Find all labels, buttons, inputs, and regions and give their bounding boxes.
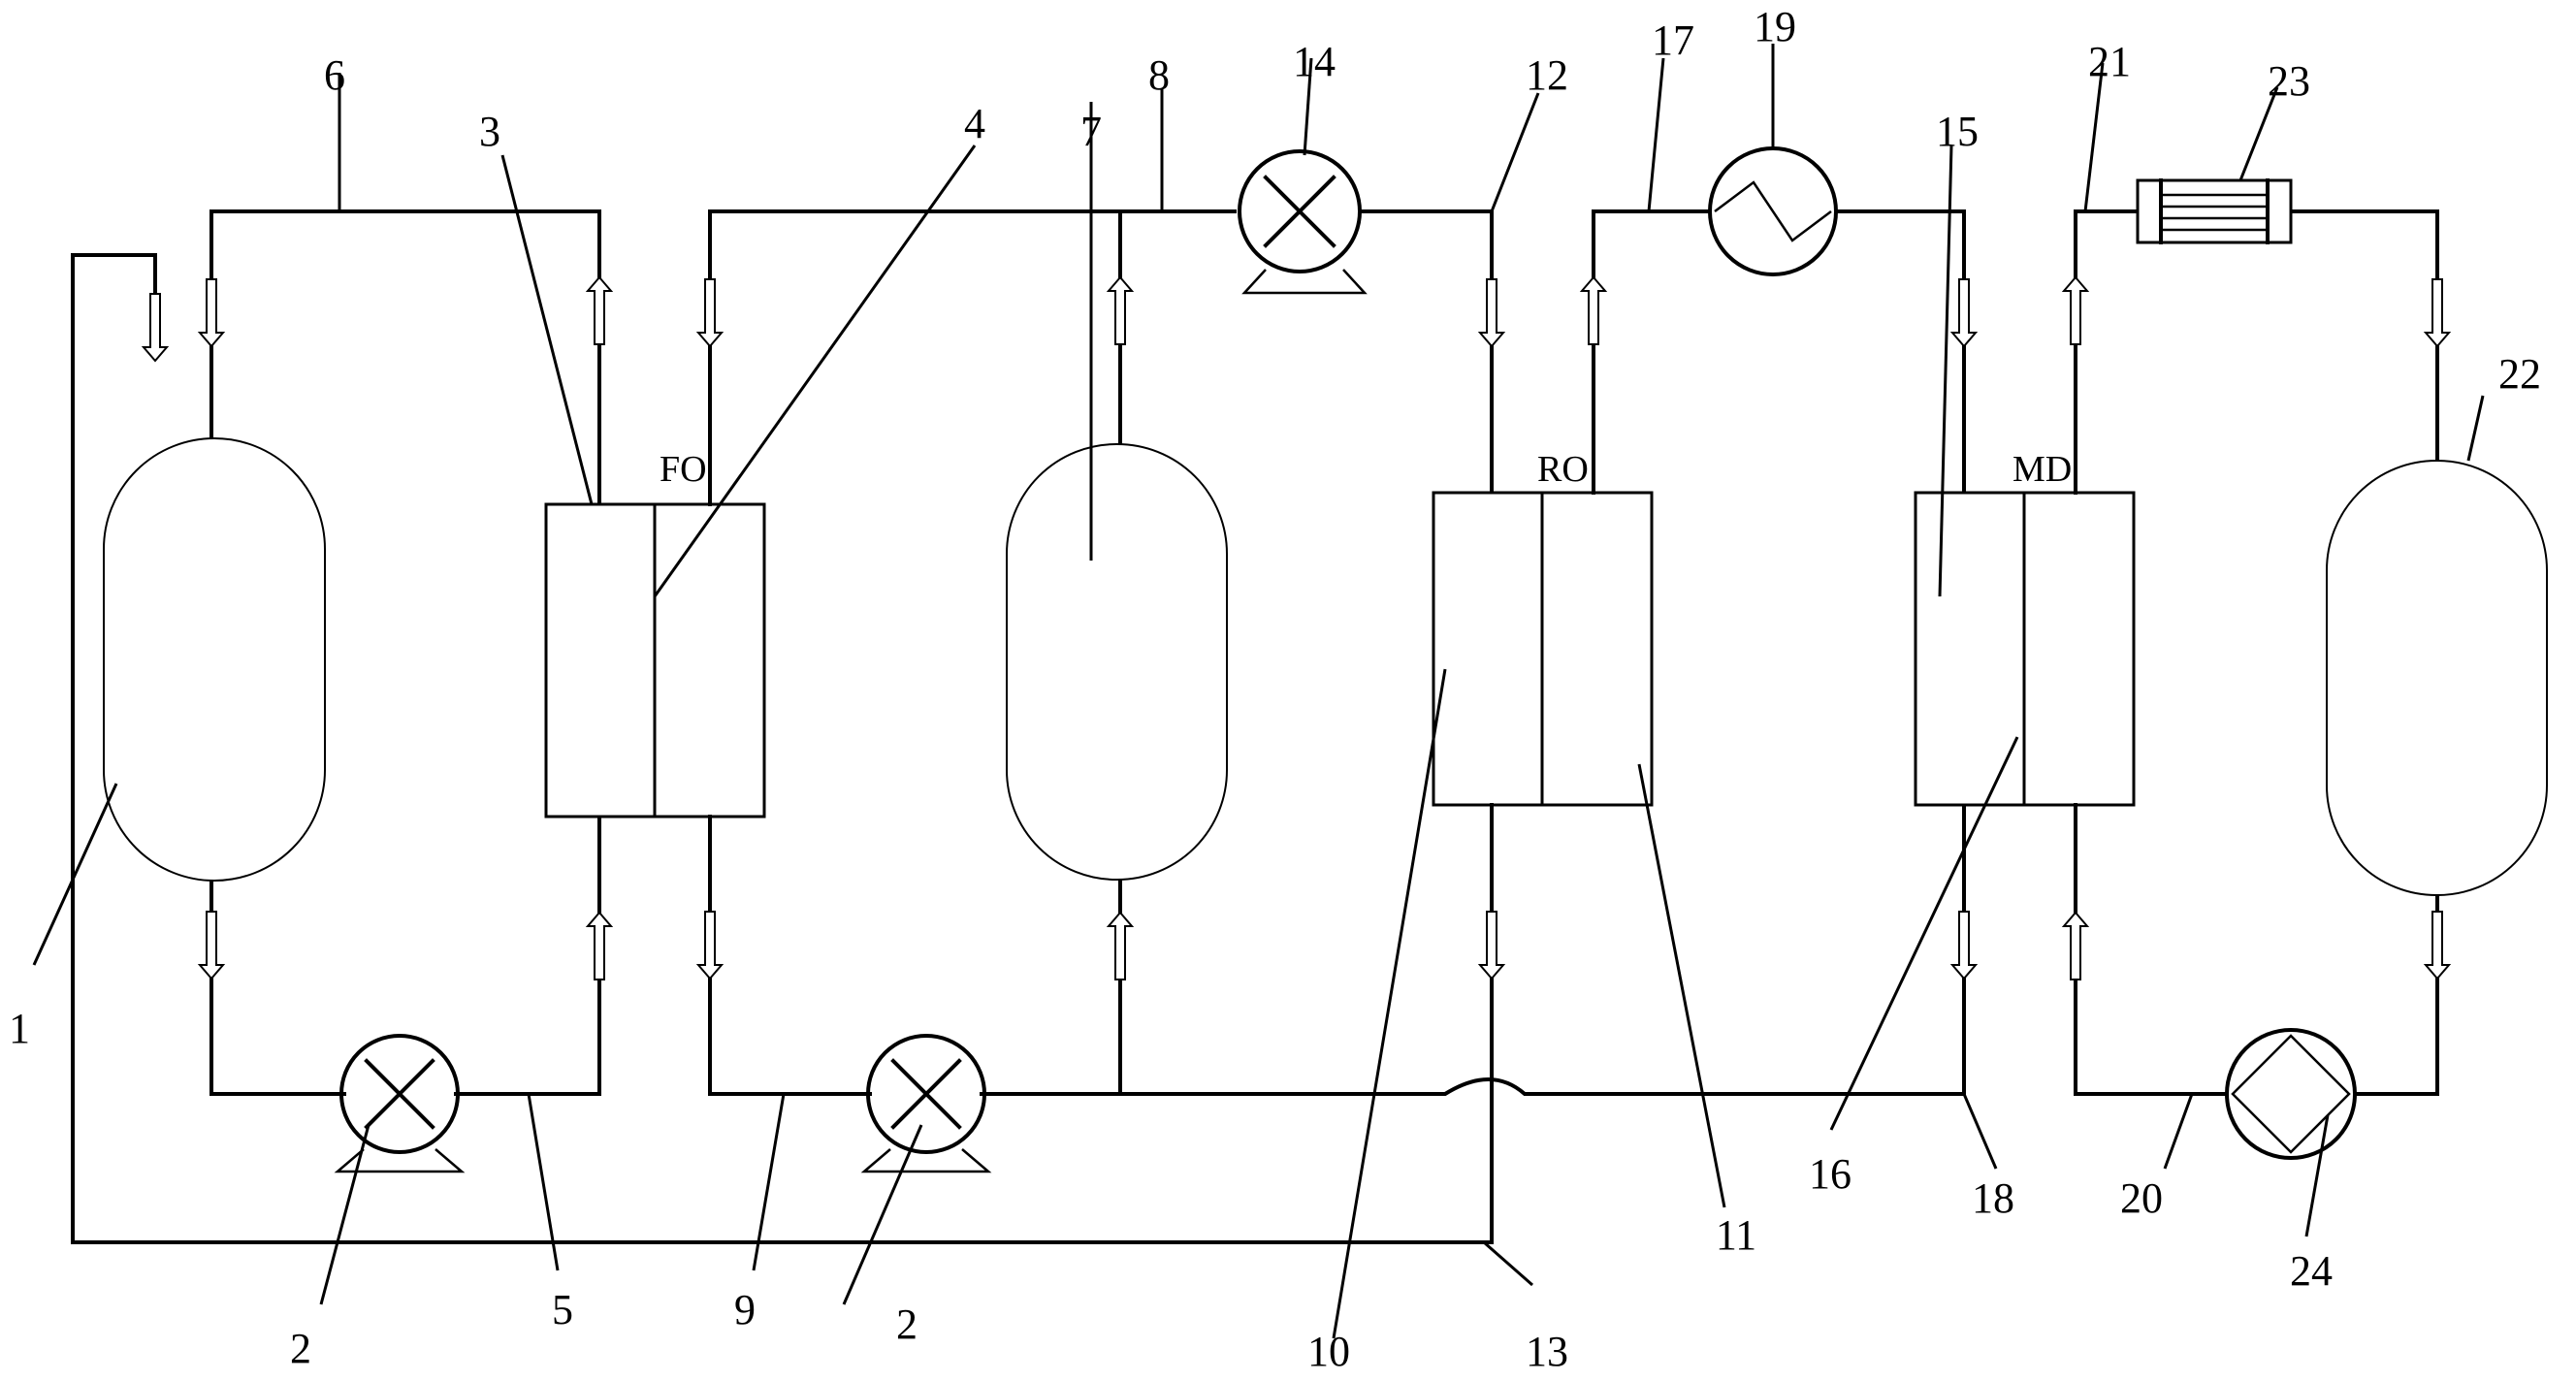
flow-arrow-icon [1949,278,1979,348]
label-14: 14 [1293,38,1336,85]
flow-arrow-icon [2061,911,2090,980]
flow-arrow-icon [197,911,226,980]
label-3: 3 [479,108,500,155]
label-1: 1 [9,1005,30,1052]
feed-pump-1 [334,1034,466,1173]
tank-7 [1006,443,1228,881]
label-4: 4 [964,100,985,147]
flow-arrow-icon [1106,911,1135,980]
flow-arrow-icon [1477,278,1506,348]
label-9: 9 [734,1286,756,1333]
ro-module [1432,491,1654,807]
flow-arrow-icon [141,293,170,363]
label-7: 7 [1080,108,1102,155]
flow-arrow-icon [1106,275,1135,345]
high-pressure-pump-14 [1238,149,1368,295]
label-2-right: 2 [896,1301,918,1348]
flow-arrow-icon [585,911,614,980]
fo-module-tag: FO [660,449,707,490]
label-23: 23 [2268,57,2310,105]
draw-pump-2 [860,1034,992,1173]
flow-arrow-icon [1579,275,1608,345]
heat-exchanger-24 [2225,1028,2357,1160]
flow-arrow-icon [1949,911,1979,980]
label-13: 13 [1526,1328,1568,1375]
label-15: 15 [1936,108,1979,155]
tank-22 [2326,460,2548,896]
label-10: 10 [1307,1328,1350,1375]
label-8: 8 [1148,51,1170,99]
flow-arrow-icon [1477,911,1506,980]
reference-numerals: 1 2 2 3 4 5 6 7 8 9 10 11 12 13 14 15 16… [9,3,2541,1375]
label-5: 5 [552,1286,573,1333]
label-6: 6 [324,51,345,99]
fo-module [544,502,766,819]
loop-md-feed [1592,209,1966,495]
label-24: 24 [2290,1247,2333,1295]
label-2-left: 2 [290,1325,311,1372]
label-11: 11 [1716,1211,1756,1259]
md-module-tag: MD [2012,449,2072,490]
flow-arrow-icon [2061,275,2090,345]
leader-lines [32,44,2485,1339]
label-17: 17 [1652,16,1694,64]
label-12: 12 [1526,51,1568,99]
label-22: 22 [2498,350,2541,398]
md-module [1914,491,2136,807]
flow-arrow-icon [585,275,614,345]
flow-arrows [141,275,2452,980]
heater-19 [1708,146,1838,276]
flow-arrow-icon [197,278,226,348]
flow-arrow-icon [695,278,724,348]
label-19: 19 [1754,3,1796,50]
loop-draw [708,209,1966,1096]
label-16: 16 [1809,1150,1852,1198]
label-18: 18 [1972,1174,2014,1222]
flow-arrow-icon [695,911,724,980]
return-line-13 [71,253,1494,1244]
tank-1 [103,437,326,882]
label-21: 21 [2088,38,2131,85]
label-20: 20 [2120,1174,2163,1222]
flow-arrow-icon [2423,911,2452,980]
ro-module-tag: RO [1537,449,1589,490]
condenser-23 [2136,178,2293,244]
flow-arrow-icon [2423,278,2452,348]
